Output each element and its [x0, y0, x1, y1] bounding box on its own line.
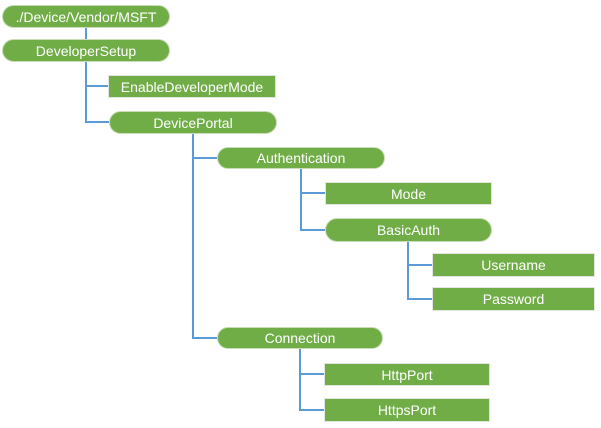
connector-to-basicauth — [300, 229, 325, 231]
node-root: ./Device/Vendor/MSFT — [2, 5, 170, 28]
connector-to-enabledevelopermode — [85, 85, 108, 87]
node-authentication: Authentication — [217, 147, 385, 169]
connector-to-deviceportal — [85, 121, 109, 123]
node-username: Username — [432, 253, 595, 277]
node-basicauth: BasicAuth — [325, 218, 492, 242]
connector-deviceportal-trunk — [192, 134, 194, 339]
connector-root-developersetup — [85, 28, 87, 39]
connector-to-username — [407, 264, 432, 266]
node-developersetup: DeveloperSetup — [2, 39, 170, 62]
node-connection: Connection — [217, 327, 383, 349]
connector-basicauth-trunk — [407, 242, 409, 300]
connector-to-authentication — [192, 157, 217, 159]
node-enabledevelopermode: EnableDeveloperMode — [108, 75, 276, 98]
node-mode: Mode — [325, 182, 492, 205]
connector-to-httpsport — [299, 409, 324, 411]
connector-to-connection — [192, 337, 217, 339]
node-httpport: HttpPort — [324, 363, 490, 386]
connector-authentication-trunk — [300, 169, 302, 231]
node-httpsport: HttpsPort — [324, 398, 490, 422]
node-deviceportal: DevicePortal — [109, 111, 277, 134]
connector-to-httpport — [299, 373, 324, 375]
connector-to-password — [407, 298, 432, 300]
node-password: Password — [432, 287, 595, 311]
connector-developersetup-trunk — [85, 62, 87, 123]
connector-to-mode — [300, 192, 325, 194]
connector-connection-trunk — [299, 349, 301, 411]
